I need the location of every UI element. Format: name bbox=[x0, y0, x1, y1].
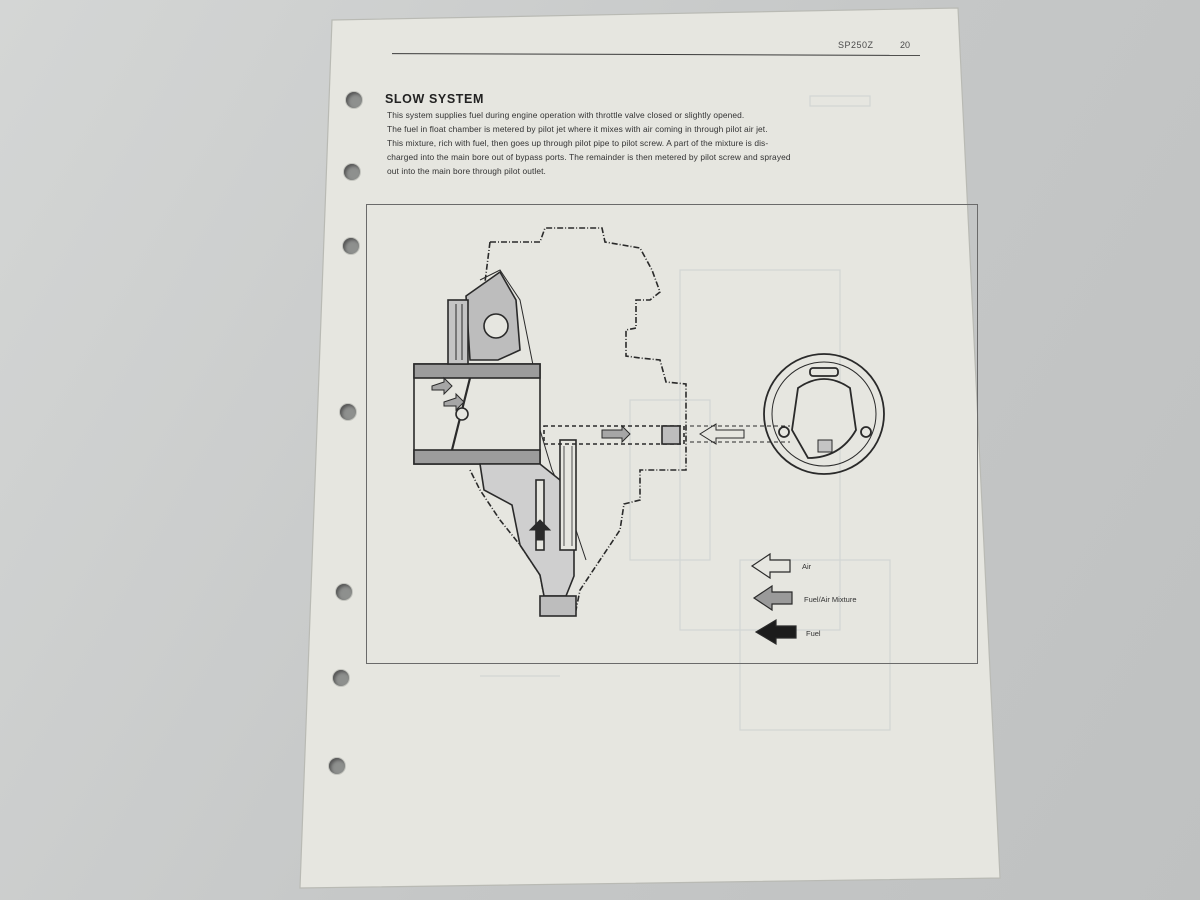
body-text-line: The fuel in float chamber is metered by … bbox=[387, 124, 768, 134]
binder-hole bbox=[346, 92, 362, 108]
body-text-line: This system supplies fuel during engine … bbox=[387, 110, 745, 120]
pilot-outlet-detail bbox=[763, 353, 885, 475]
binder-hole bbox=[343, 238, 359, 254]
legend-label-fuel: Fuel bbox=[806, 629, 821, 638]
air-arrow-icon bbox=[750, 552, 791, 580]
binder-hole bbox=[340, 404, 356, 420]
legend-label-air: Air bbox=[802, 562, 812, 571]
page-number: 20 bbox=[900, 40, 911, 50]
binder-hole bbox=[336, 584, 352, 600]
carburetor-body bbox=[413, 227, 687, 617]
section-title: SLOW SYSTEM bbox=[385, 92, 484, 106]
binder-hole bbox=[329, 758, 345, 774]
binder-hole bbox=[344, 164, 360, 180]
body-text-line: out into the main bore through pilot out… bbox=[387, 166, 546, 176]
fuel-arrow-icon bbox=[754, 618, 797, 646]
airflow-arrows bbox=[431, 376, 790, 541]
legend-arrows bbox=[750, 552, 797, 646]
binder-hole bbox=[333, 670, 349, 686]
body-text-line: This mixture, rich with fuel, then goes … bbox=[387, 138, 769, 148]
figure-frame bbox=[366, 204, 978, 664]
mixture-arrow-icon bbox=[752, 584, 793, 612]
model-code: SP250Z bbox=[838, 40, 874, 50]
legend-label-mixture: Fuel/Air Mixture bbox=[804, 595, 857, 604]
body-text-line: charged into the main bore out of bypass… bbox=[387, 152, 791, 162]
